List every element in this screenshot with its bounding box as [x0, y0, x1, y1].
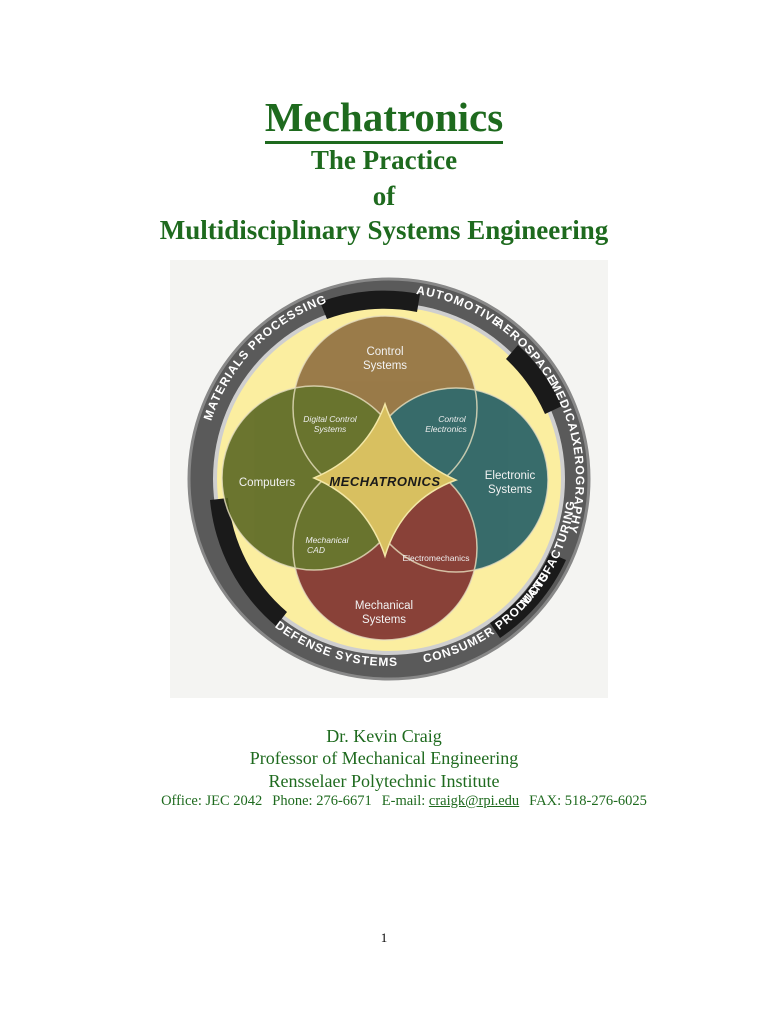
computers-label: Computers	[239, 477, 295, 489]
page-number: 1	[380, 930, 388, 945]
author-institution: Rensselaer Polytechnic Institute	[268, 771, 500, 791]
phone-label: Phone:	[272, 793, 313, 809]
mechanical-label-2: Systems	[362, 614, 406, 626]
electronic-label-2: Systems	[488, 484, 532, 496]
mechanical-cad-label-2: CAD	[307, 545, 325, 555]
center-shape	[312, 401, 458, 559]
center-label: MECHATRONICS	[329, 474, 440, 489]
office-value: JEC 2042	[205, 793, 263, 809]
mechatronics-diagram: AUTOMOTIVE AEROSPACE MEDICAL XEROGRAPHY …	[170, 260, 608, 698]
fax-label: FAX:	[529, 793, 562, 809]
email-link[interactable]: craigk@rpi.edu	[428, 793, 520, 809]
author-name: Dr. Kevin Craig	[326, 726, 442, 746]
mechanical-label-1: Mechanical	[355, 600, 413, 612]
ring-pad-defense	[490, 553, 566, 638]
ring-pad-manufacturing	[210, 498, 287, 626]
fax-value: 518-276-6025	[564, 793, 647, 809]
office-label: Office:	[161, 793, 202, 809]
phone-value: 276-6671	[316, 793, 372, 809]
digital-control-label-1: Digital Control	[303, 414, 357, 424]
subtitle-line-1: The Practice	[310, 145, 458, 175]
document-title: Mechatronics	[0, 92, 768, 144]
electronic-label-1: Electronic	[485, 470, 536, 482]
author-position: Professor of Mechanical Engineering	[249, 748, 519, 768]
control-electronics-label-2: Electronics	[425, 424, 467, 434]
subtitle-line-2: of	[372, 181, 396, 211]
email-label: E-mail:	[381, 793, 426, 809]
electromechanics-label: Electromechanics	[402, 553, 469, 563]
ring-pad-automotive	[320, 290, 420, 319]
control-label-1: Control	[366, 346, 403, 358]
digital-control-label-2: Systems	[314, 424, 347, 434]
ring-pad-medical	[506, 345, 562, 414]
control-label-2: Systems	[363, 360, 407, 372]
mechanical-cad-label-1: Mechanical	[306, 535, 350, 545]
contact-line: Office: JEC 2042 Phone: 276-6671 E-mail: c…	[0, 792, 768, 810]
control-electronics-label-1: Control	[438, 414, 467, 424]
subtitle-line-3: Multidisciplinary Systems Engineering	[159, 215, 609, 245]
